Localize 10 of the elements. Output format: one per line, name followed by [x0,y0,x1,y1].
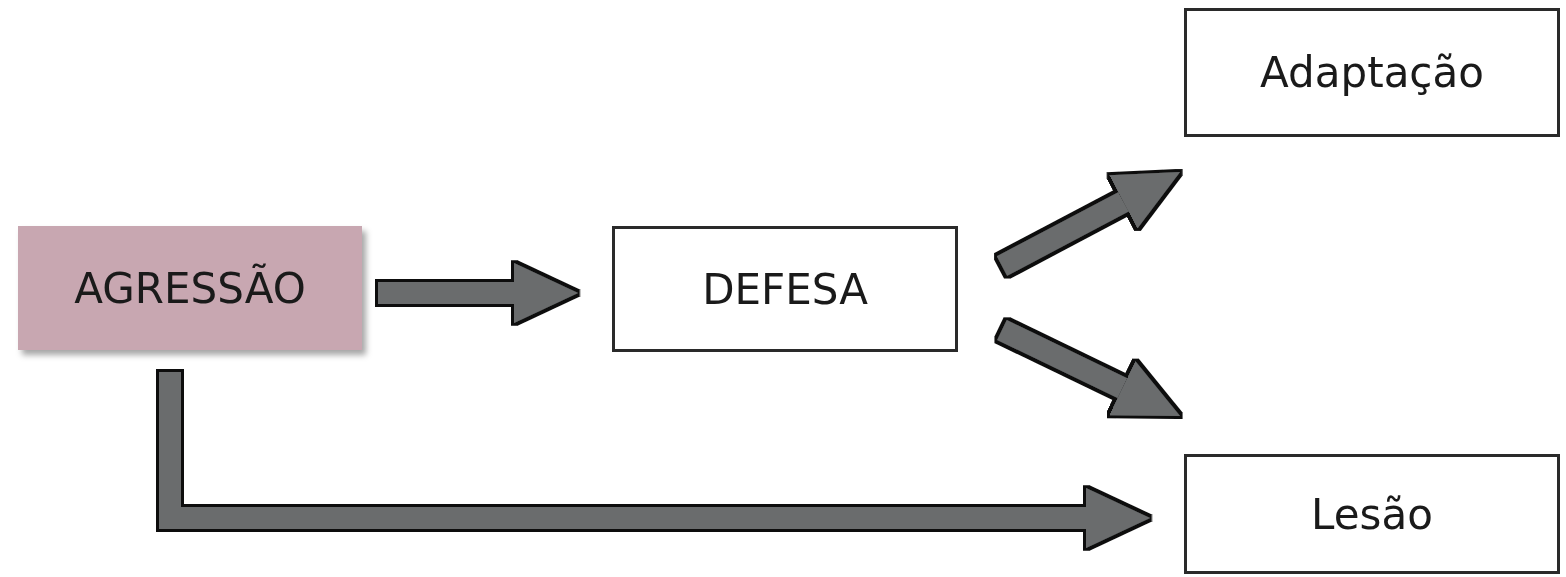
process-box [1184,8,1560,137]
box-label: AGRESSÃO [74,263,306,313]
block-arrow [159,372,1150,548]
box-label: DEFESA [702,264,868,314]
process-box [612,226,958,352]
box-label: Lesão [1311,489,1433,539]
process-box [1184,454,1560,574]
process-box [18,226,362,350]
block-arrow [378,263,578,323]
box-label: Adaptação [1260,48,1484,97]
